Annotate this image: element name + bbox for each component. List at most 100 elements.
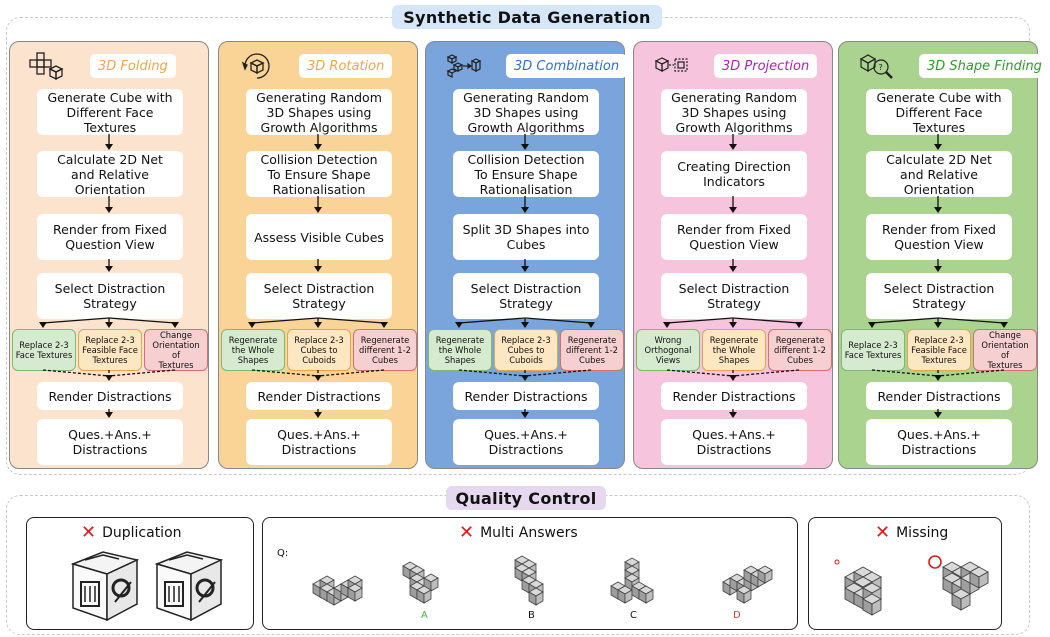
- connector-line: [937, 369, 1005, 377]
- strategy-box: Regenerate the Whole Shapes: [702, 329, 766, 371]
- connector-line: [524, 369, 592, 377]
- strategy-box: Replace 2-3 Face Textures: [841, 329, 905, 371]
- arrow-head: [729, 144, 737, 150]
- x-mark-icon: ✕: [875, 522, 891, 543]
- connector-line: [108, 317, 176, 324]
- arrow-head: [105, 144, 113, 150]
- arrow-head: [1000, 322, 1008, 328]
- connector-line: [458, 317, 526, 324]
- strategy-box: Replace 2-3 Face Textures: [12, 329, 76, 371]
- output-box: Ques.+Ans.+ Distractions: [661, 419, 807, 465]
- connector-line: [871, 317, 939, 324]
- arrow-head: [314, 207, 322, 213]
- missing-marker: [928, 555, 942, 569]
- step-box: Select Distraction Strategy: [37, 273, 183, 319]
- connector-line: [937, 317, 1005, 324]
- render-distractions-box: Render Distractions: [246, 382, 392, 410]
- cube-image-2: [154, 551, 224, 622]
- strategy-box: Replace 2-3 Feasible Face Textures: [78, 329, 142, 371]
- connector-line: [317, 369, 385, 377]
- step-box: Collision Detection To Ensure Shape Rati…: [453, 151, 599, 197]
- arrow-head: [521, 322, 529, 328]
- output-box: Ques.+Ans.+ Distractions: [453, 419, 599, 465]
- option-a-shape: [402, 561, 439, 604]
- column-title: 3D Shape Finding: [919, 54, 1050, 78]
- step-box: Generate Cube with Different Face Textur…: [866, 89, 1012, 135]
- option-c-shape: [610, 557, 654, 604]
- connector-line: [666, 317, 734, 324]
- rotate-cube-icon: [239, 51, 275, 81]
- strategy-box: Regenerate the Whole Shapes: [428, 329, 492, 371]
- output-box: Ques.+Ans.+ Distractions: [246, 419, 392, 465]
- connector-line: [42, 369, 110, 377]
- column-title: 3D Rotation: [299, 54, 393, 78]
- shape-right: [942, 561, 989, 611]
- connector-line: [458, 369, 526, 377]
- arrow-head: [729, 412, 737, 418]
- arrow-head: [455, 322, 463, 328]
- step-box: Select Distraction Strategy: [866, 273, 1012, 319]
- arrow-head: [729, 375, 737, 381]
- arrow-head: [171, 322, 179, 328]
- question-shape: [312, 575, 363, 606]
- strategy-box: Wrong Orthogonal Views: [636, 329, 700, 371]
- multi-answers-label: Multi Answers: [480, 525, 578, 541]
- svg-text:?: ?: [879, 63, 883, 72]
- strategy-box: Regenerate the Whole Shapes: [221, 329, 285, 371]
- cubes-net-icon: [29, 51, 66, 81]
- missing-panel: ✕ Missing: [808, 517, 1002, 630]
- arrow-head: [521, 375, 529, 381]
- connector-line: [317, 317, 385, 324]
- strategy-box: Replace 2-3 Feasible Face Textures: [907, 329, 971, 371]
- arrow-head: [105, 266, 113, 272]
- strategy-box: Replace 2-3 Cubes to Cuboids: [494, 329, 558, 371]
- arrow-head: [105, 207, 113, 213]
- arrow-head: [729, 266, 737, 272]
- output-box: Ques.+Ans.+ Distractions: [866, 419, 1012, 465]
- strategy-box: Replace 2-3 Cubes to Cuboids: [287, 329, 351, 371]
- column-title: 3D Combination: [506, 54, 628, 78]
- x-mark-icon: ✕: [81, 522, 97, 543]
- arrow-head: [663, 322, 671, 328]
- arrow-head: [934, 207, 942, 213]
- step-box: Render from Fixed Question View: [866, 214, 1012, 260]
- step-box: Generating Random 3D Shapes using Growth…: [453, 89, 599, 135]
- option-b-shape: [514, 555, 544, 606]
- column-title: 3D Projection: [714, 54, 818, 78]
- arrow-head: [314, 322, 322, 328]
- step-box: Render from Fixed Question View: [37, 214, 183, 260]
- missing-title: ✕ Missing: [875, 524, 948, 542]
- multi-answers-title: ✕ Multi Answers: [459, 524, 578, 542]
- arrow-head: [521, 266, 529, 272]
- connector-line: [871, 369, 939, 377]
- strategy-box: Change Orientation of Textures: [144, 329, 208, 371]
- arrow-head: [934, 144, 942, 150]
- arrow-head: [105, 375, 113, 381]
- duplication-panel: ✕ Duplication: [26, 517, 254, 630]
- connector-line: [732, 317, 800, 324]
- render-distractions-box: Render Distractions: [866, 382, 1012, 410]
- connector-line: [666, 369, 734, 377]
- x-mark-icon: ✕: [459, 522, 475, 543]
- projection-icon: [654, 51, 690, 81]
- arrow-head: [39, 322, 47, 328]
- combine-cubes-icon: [446, 51, 482, 81]
- shape-left: [844, 566, 882, 616]
- question-label: Q:: [277, 548, 289, 559]
- render-distractions-box: Render Distractions: [37, 382, 183, 410]
- arrow-head: [521, 144, 529, 150]
- synthetic-section-title: Synthetic Data Generation: [392, 5, 662, 29]
- arrow-head: [934, 322, 942, 328]
- search-cube-icon: ?: [859, 51, 895, 81]
- missing-label: Missing: [896, 525, 949, 541]
- arrow-head: [314, 375, 322, 381]
- strategy-box: Regenerate different 1-2 Cubes: [353, 329, 417, 371]
- arrow-head: [521, 207, 529, 213]
- step-box: Calculate 2D Net and Relative Orientatio…: [866, 151, 1012, 197]
- connector-line: [42, 317, 110, 324]
- column-title: 3D Folding: [90, 54, 176, 78]
